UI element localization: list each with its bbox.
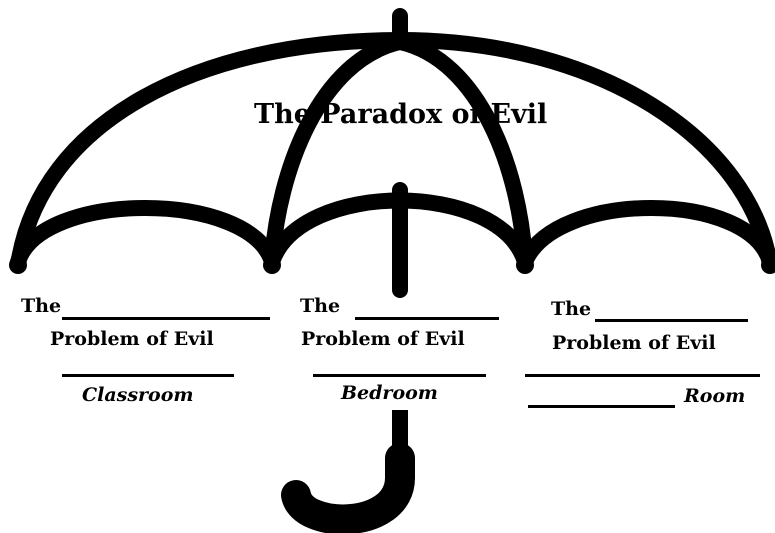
rib-end-mid-left (263, 256, 281, 274)
section-2-prefix: The (300, 297, 340, 316)
section-1-problem-label: Problem of Evil (50, 330, 214, 349)
section-3-blank (595, 319, 748, 322)
section-2-room-label: Bedroom (341, 384, 438, 403)
section-2-room-blank (313, 374, 486, 377)
section-3-room-blank (528, 405, 675, 408)
rib-end-left (9, 256, 27, 274)
diagram-title: The Paradox of Evil (254, 101, 546, 128)
section-2-problem-label: Problem of Evil (301, 330, 465, 349)
section-1-blank (62, 317, 270, 320)
section-3-line-blank (525, 374, 760, 377)
umbrella-scallop-left (18, 208, 272, 262)
section-3-problem-label: Problem of Evil (552, 334, 716, 353)
section-1-room-label: Classroom (82, 386, 194, 405)
section-2-blank (355, 317, 499, 320)
section-1-prefix: The (21, 297, 61, 316)
section-3-prefix: The (551, 300, 591, 319)
umbrella-handle (296, 458, 400, 519)
rib-end-mid-right (516, 256, 534, 274)
section-1-room-blank (62, 374, 234, 377)
section-3-room-label: Room (684, 387, 745, 406)
umbrella-scallop-right (525, 208, 770, 262)
